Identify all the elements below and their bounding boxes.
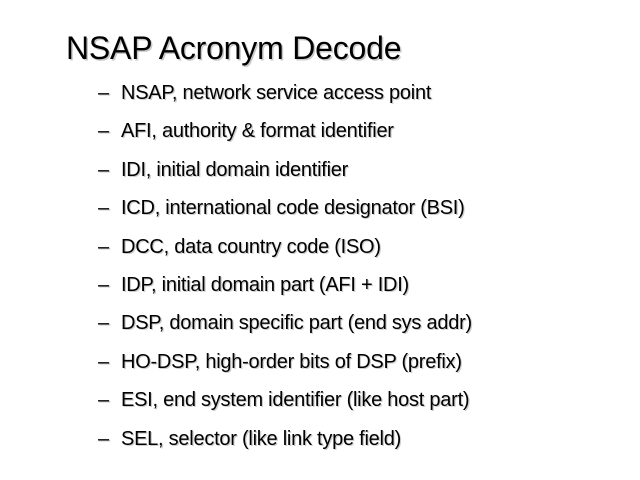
bullet-dash-icon: – [98,120,110,143]
list-item-label: NSAP, network service access point [121,82,432,104]
list-item-label: ICD, international code designator (BSI) [121,197,465,220]
list-item-label: DSP, domain specific part (end sys addr) [121,312,472,335]
list-item: – ESI, end system identifier (like host … [98,387,618,425]
bullet-dash-icon: – [98,312,110,335]
bullet-dash-icon: – [98,389,110,412]
list-item-label: IDP, initial domain part (AFI + IDI) [121,273,409,296]
bullet-dash-icon: – [98,82,110,104]
list-item: – DSP, domain specific part (end sys add… [98,310,618,348]
bullet-list: – NSAP, network service access point – A… [98,80,618,464]
bullet-dash-icon: – [98,158,110,181]
list-item: – SEL, selector (like link type field) [98,426,618,464]
list-item: – AFI, authority & format identifier [98,118,618,156]
list-item-label: IDI, initial domain identifier [121,158,349,181]
list-item-label: SEL, selector (like link type field) [121,427,402,450]
list-item-label: AFI, authority & format identifier [121,120,394,143]
bullet-dash-icon: – [98,273,110,296]
list-item-label: DCC, data country code (ISO) [121,235,381,258]
bullet-dash-icon: – [98,350,110,373]
list-item: – ICD, international code designator (BS… [98,195,618,233]
list-item: – HO-DSP, high-order bits of DSP (prefix… [98,349,618,387]
list-item: – IDP, initial domain part (AFI + IDI) [98,272,618,310]
list-item-label: ESI, end system identifier (like host pa… [121,389,470,412]
bullet-dash-icon: – [98,197,110,220]
list-item: – IDI, initial domain identifier [98,157,618,195]
bullet-dash-icon: – [98,427,110,450]
page-title: NSAP Acronym Decode [66,30,402,66]
bullet-dash-icon: – [98,235,110,258]
list-item-label: HO-DSP, high-order bits of DSP (prefix) [121,350,462,373]
list-item: – NSAP, network service access point [98,80,618,118]
list-item: – DCC, data country code (ISO) [98,234,618,272]
